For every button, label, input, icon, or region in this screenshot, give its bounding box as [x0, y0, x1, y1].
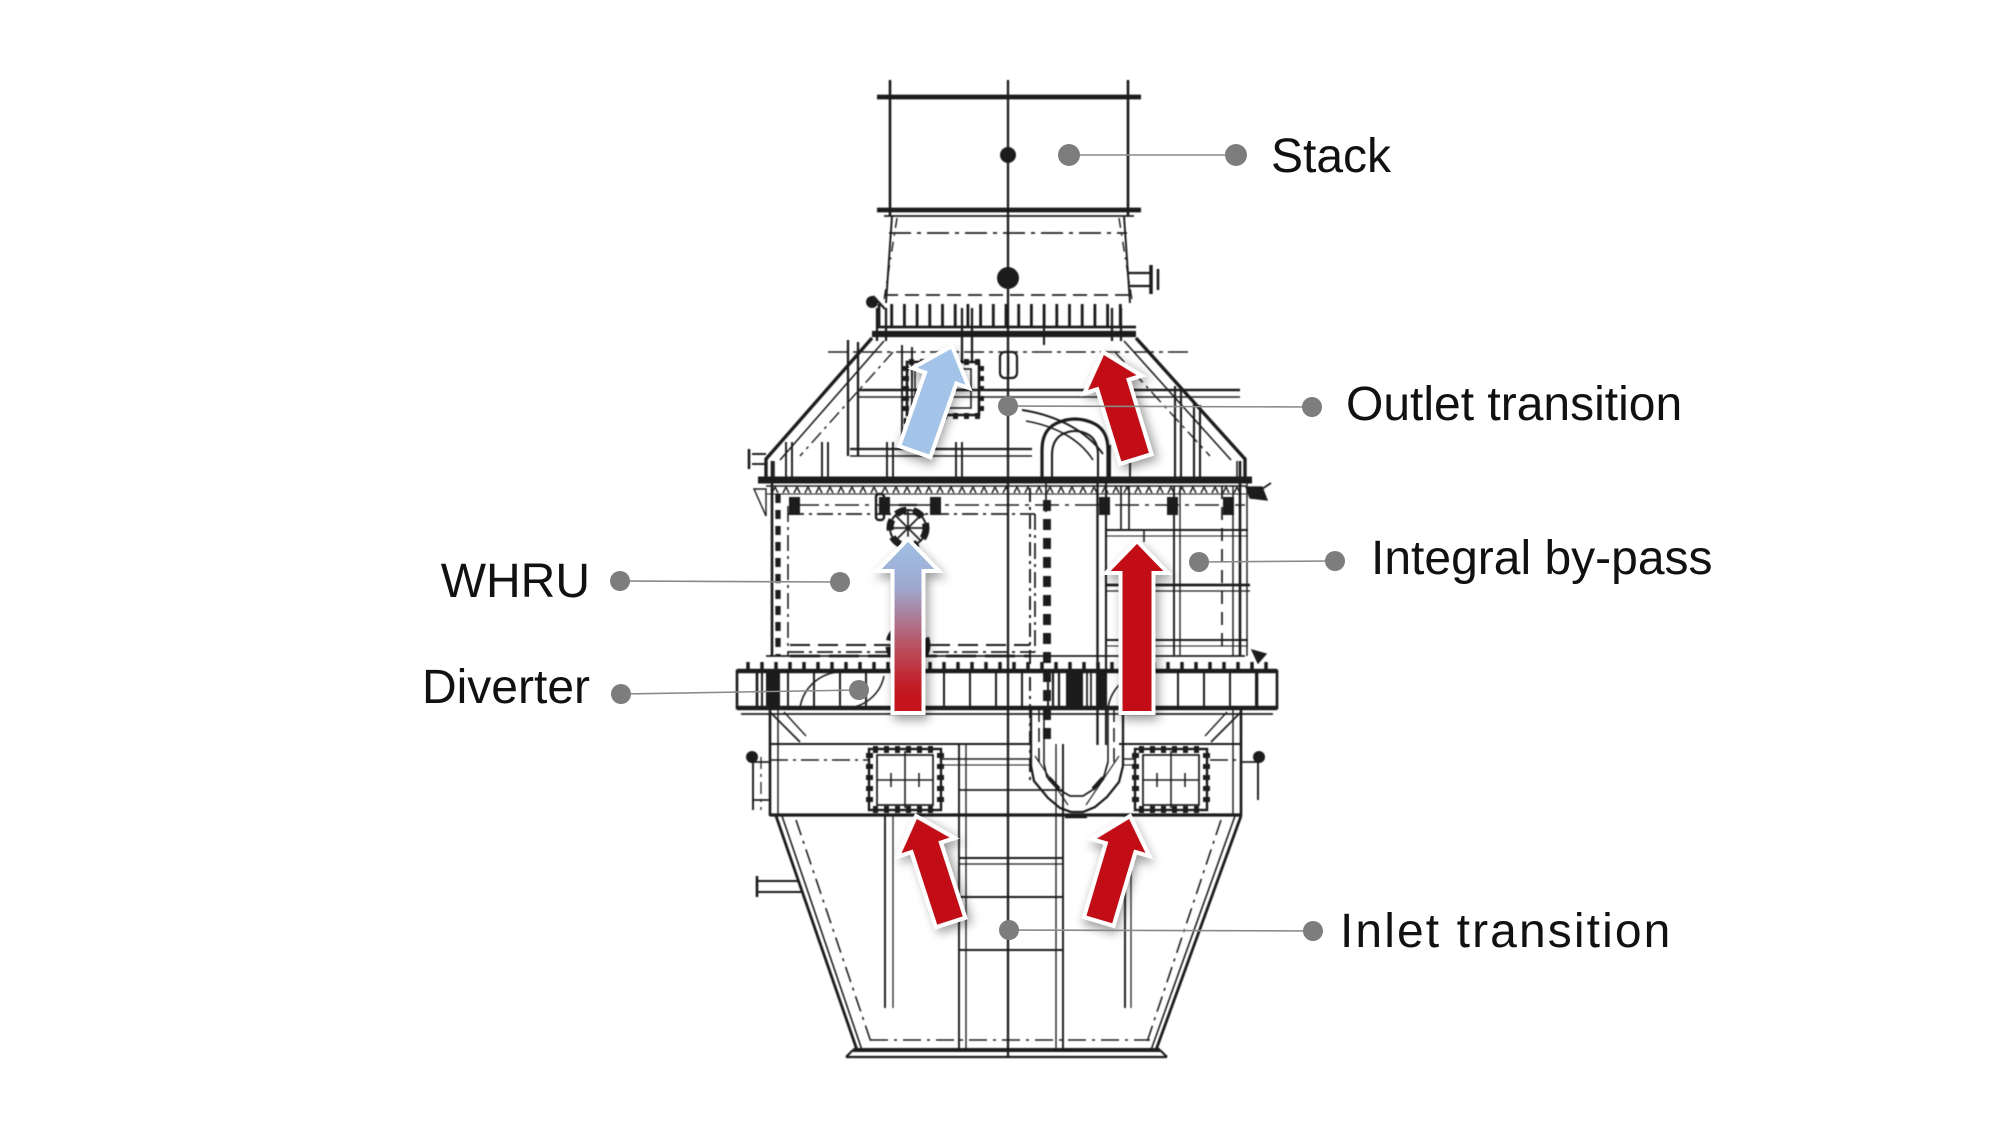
svg-text:Integral by-pass: Integral by-pass: [1371, 532, 1713, 585]
svg-text:Outlet transition: Outlet transition: [1346, 378, 1682, 431]
svg-text:Stack: Stack: [1271, 130, 1392, 183]
svg-text:Diverter: Diverter: [422, 661, 590, 714]
svg-text:WHRU: WHRU: [441, 555, 590, 608]
svg-text:Inlet transition: Inlet transition: [1340, 905, 1672, 958]
